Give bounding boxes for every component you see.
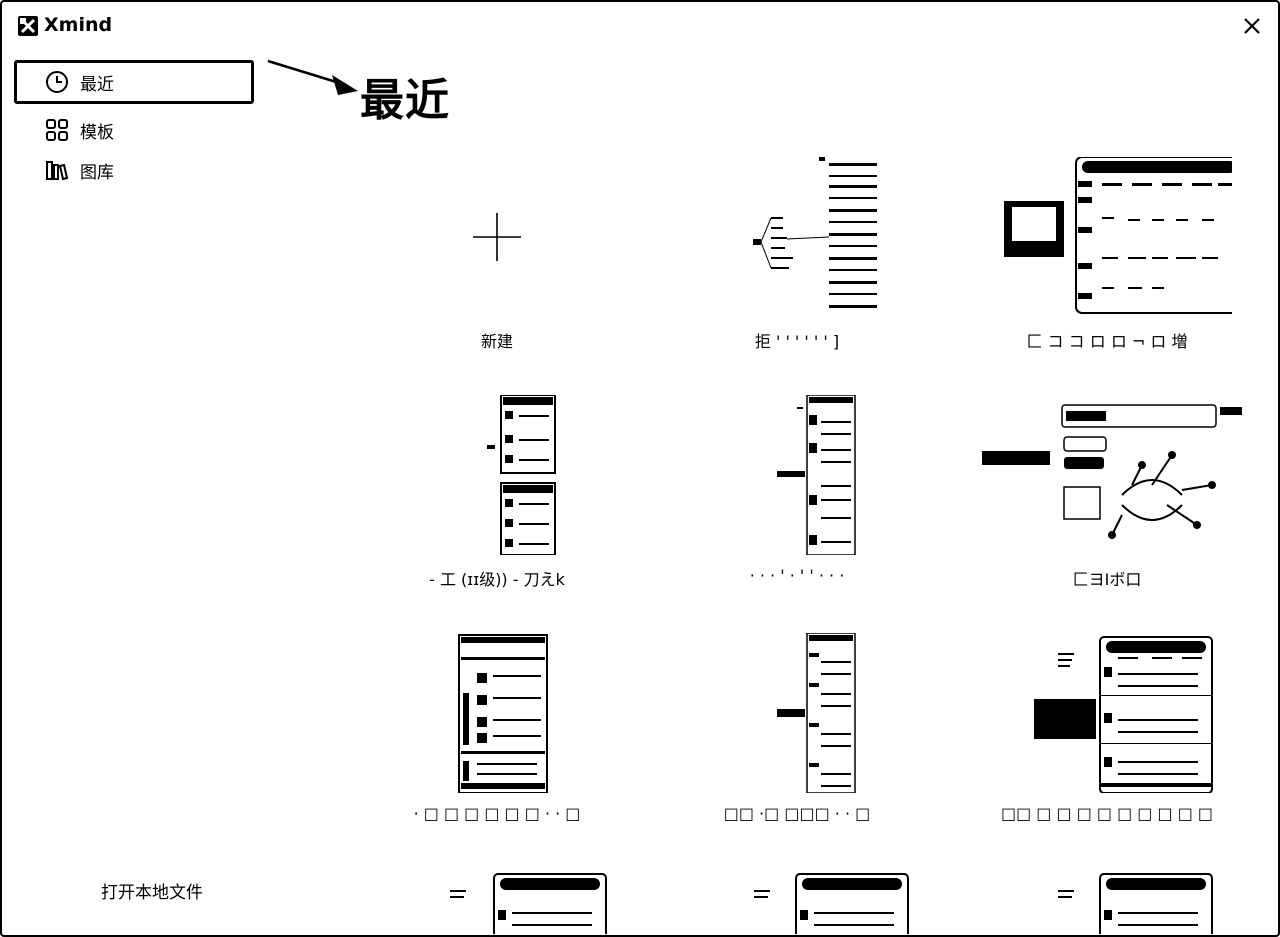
sidebar-item-library[interactable]: 图库	[14, 148, 254, 192]
recent-file-card[interactable]: □□ □ □ □ □ □ □ □ □ □	[962, 628, 1252, 828]
recent-file-label: - 工 (ɪɪ级)) - 刀えk	[429, 570, 565, 589]
new-file-label: 新建	[480, 332, 513, 351]
app-title: Xmind	[44, 14, 113, 36]
sidebar-item-label: 模板	[80, 122, 114, 143]
sidebar-item-recent[interactable]: 最近	[14, 60, 254, 104]
close-button[interactable]	[1240, 14, 1264, 38]
recent-file-label: □□ □ □ □ □ □ □ □ □ □	[1000, 804, 1214, 823]
sidebar: 最近 模板 图库	[10, 58, 258, 198]
document-thumbnail-icon	[652, 390, 942, 560]
new-file-thumbnail	[352, 152, 642, 322]
table-thumbnail-icon	[352, 868, 642, 934]
recent-file-label: □□ ·□ □□□ · · □	[723, 804, 871, 823]
recent-file-card[interactable]: · · · ' · ' ' · · ·	[652, 390, 942, 590]
open-local-file-button[interactable]: 打开本地文件	[101, 883, 203, 903]
recent-file-card[interactable]: 匚ヨIボ口	[962, 390, 1252, 590]
sidebar-item-label: 图库	[80, 162, 114, 183]
document-thumbnail-icon	[652, 628, 942, 798]
page-title: 最近	[360, 75, 450, 126]
document-thumbnail-icon	[352, 628, 642, 798]
document-thumbnail-icon	[352, 390, 642, 560]
plus-icon	[473, 213, 521, 261]
recent-file-card[interactable]: 拒 ' ' ' ' ' ' ]	[652, 152, 942, 352]
recent-file-label: · · · ' · ' ' · · ·	[749, 566, 845, 585]
close-icon	[1244, 18, 1260, 34]
recent-file-label: 拒 ' ' ' ' ' ' ]	[754, 332, 840, 351]
sidebar-item-label: 最近	[80, 74, 114, 95]
recent-file-card[interactable]: - 工 (ɪɪ级)) - 刀えk	[352, 390, 642, 590]
recent-file-label: 匚ヨIボ口	[1072, 570, 1142, 589]
mindmap-thumbnail-icon	[962, 390, 1252, 560]
recent-file-label: 匚 コ コ ロ ロ ¬ ロ 増	[1026, 332, 1188, 351]
recent-file-card[interactable]: 匚 コ コ ロ ロ ¬ ロ 増	[962, 152, 1252, 352]
new-file-card[interactable]: 新建	[352, 152, 642, 352]
table-thumbnail-icon	[652, 868, 942, 934]
table-thumbnail-icon	[962, 868, 1252, 934]
grid-icon	[44, 117, 70, 143]
mindmap-thumbnail-icon	[652, 152, 942, 322]
recent-file-card[interactable]	[652, 868, 942, 934]
xmind-logo-icon	[18, 16, 38, 36]
clock-icon	[44, 69, 70, 95]
recent-file-label: · □ □ □ □ □ □ · · □	[413, 804, 581, 823]
title-bar: Xmind	[2, 2, 1278, 50]
table-thumbnail-icon	[962, 152, 1252, 322]
sidebar-item-templates[interactable]: 模板	[14, 108, 254, 152]
annotation-arrow-icon	[267, 59, 358, 95]
library-icon	[44, 157, 70, 183]
recent-file-card[interactable]: · □ □ □ □ □ □ · · □	[352, 628, 642, 828]
recent-file-card[interactable]	[962, 868, 1252, 934]
recent-file-card[interactable]	[352, 868, 642, 934]
recent-file-card[interactable]: □□ ·□ □□□ · · □	[652, 628, 942, 828]
table-thumbnail-icon	[962, 628, 1252, 798]
